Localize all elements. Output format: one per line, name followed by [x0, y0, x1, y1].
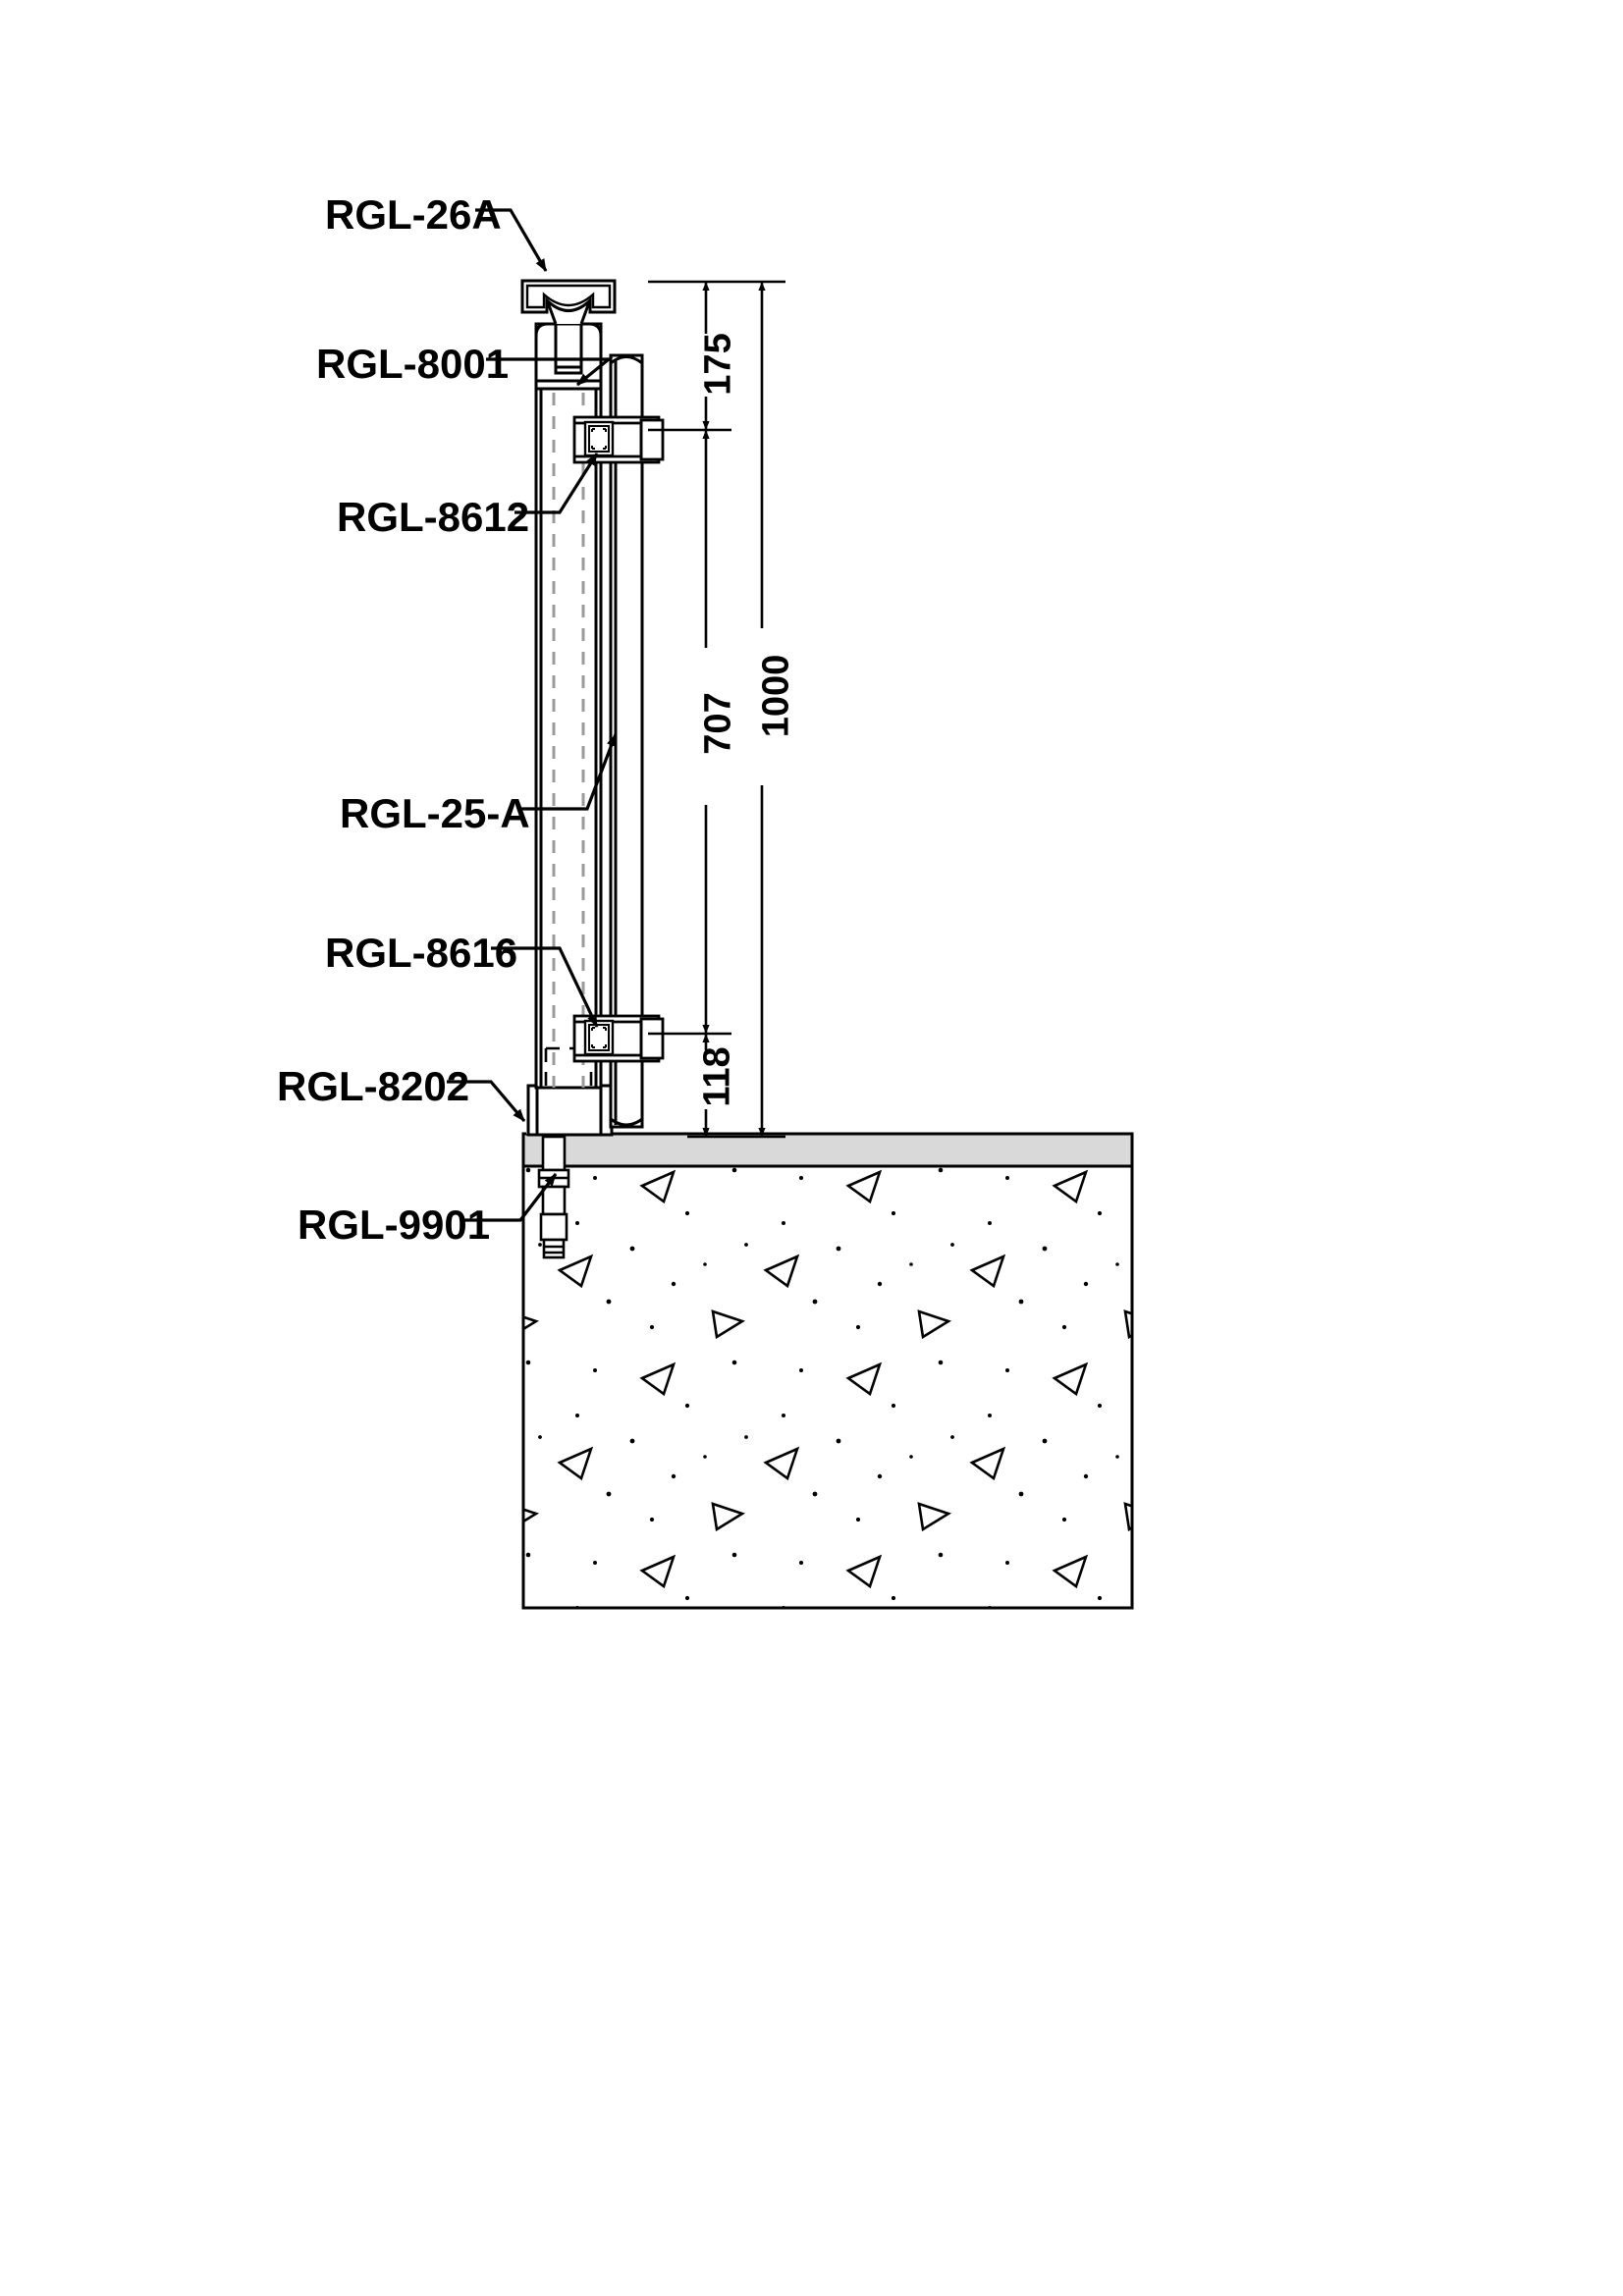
dimension-175: 175	[697, 333, 739, 396]
post-cap-rgl-26a	[520, 279, 617, 314]
dimension-118: 118	[696, 1046, 738, 1107]
lower-bracket-rgl-8616	[572, 1014, 665, 1063]
part-label-rgl-25-a: RGL-25-A	[340, 790, 530, 836]
dimension-707: 707	[697, 692, 739, 755]
upper-bracket-rgl-8612	[572, 415, 665, 464]
dimension-1000: 1000	[755, 654, 797, 738]
infill-bar-rgl-25a	[609, 353, 644, 1129]
slab-band	[521, 1132, 1134, 1168]
part-label-rgl-8616: RGL-8616	[325, 930, 518, 976]
dimension-lines	[648, 280, 785, 1139]
part-label-rgl-8001: RGL-8001	[316, 341, 510, 387]
part-label-rgl-9901: RGL-9901	[298, 1201, 491, 1248]
post-tube	[534, 387, 603, 1090]
part-label-rgl-8612: RGL-8612	[337, 494, 530, 540]
part-label-rgl-26a: RGL-26A	[325, 191, 502, 238]
anchor-rgl-9901	[537, 1135, 570, 1259]
post-top-fitting-rgl-8001	[534, 300, 603, 391]
part-label-rgl-8202: RGL-8202	[277, 1063, 470, 1109]
concrete-substrate	[521, 1164, 1134, 1610]
